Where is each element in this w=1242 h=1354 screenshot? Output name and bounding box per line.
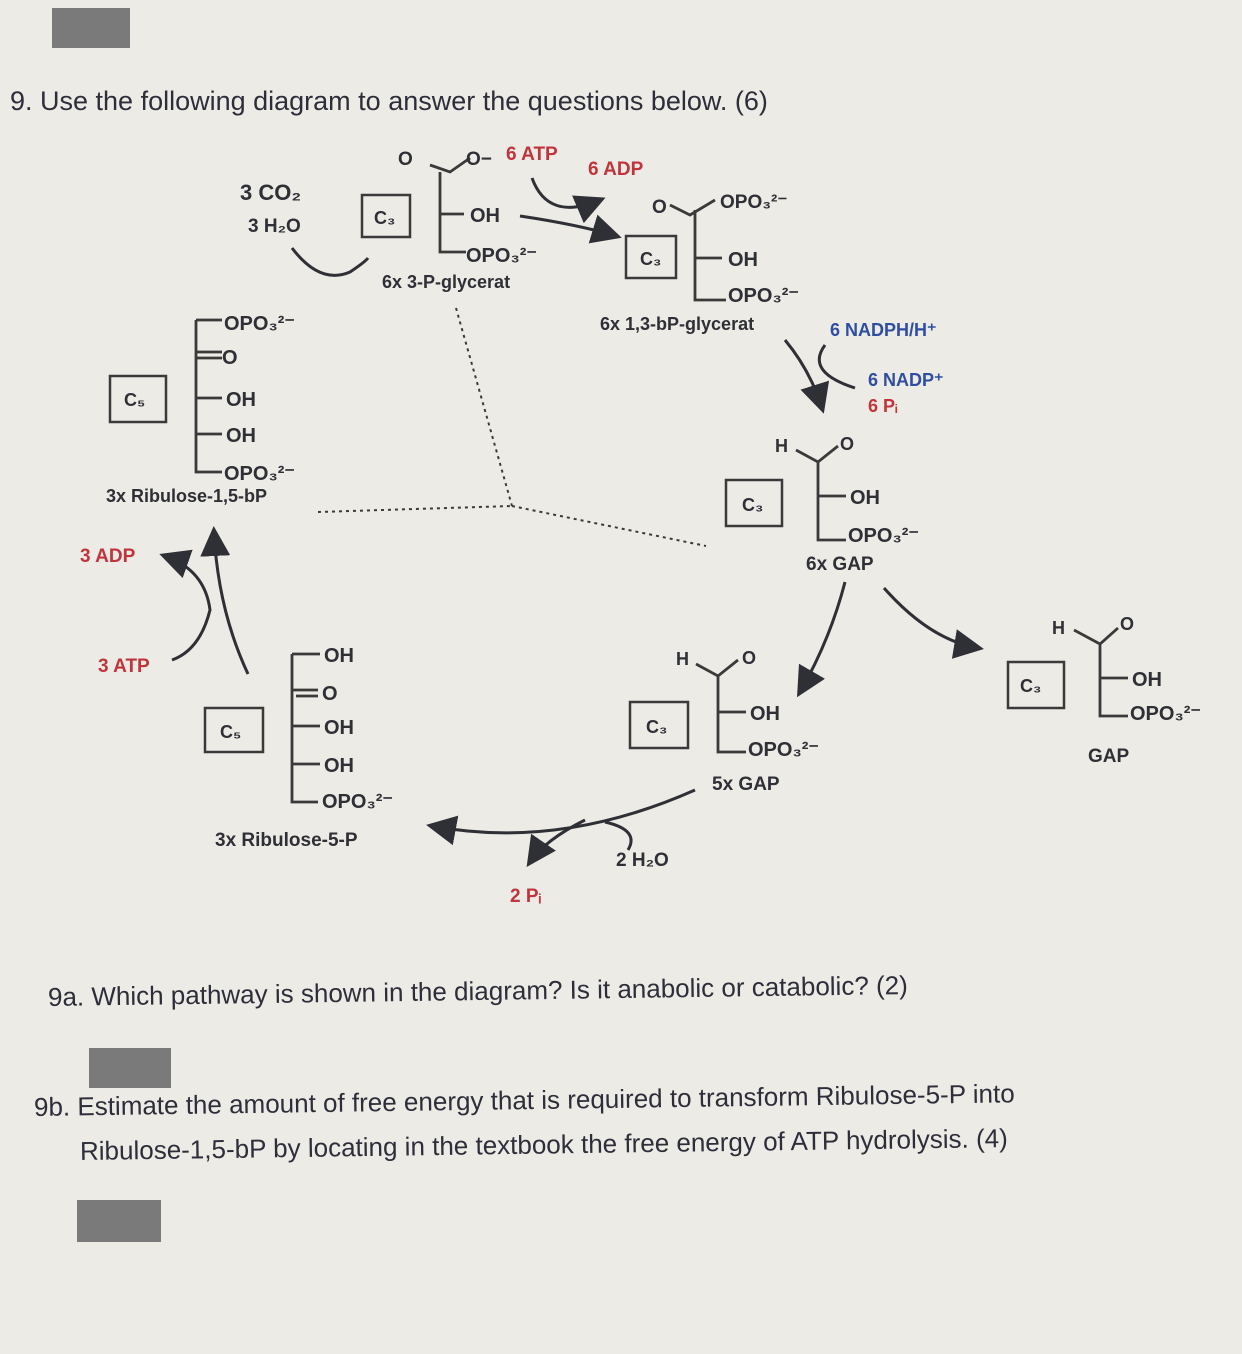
opo3-label-gap5: OPO₃²⁻	[748, 739, 819, 761]
bonds-3pg	[429, 156, 471, 254]
bonds-gap-out	[1073, 626, 1128, 718]
pg3-label: 6x 3-P-glycerat	[382, 272, 510, 292]
bonds-rubp	[194, 318, 222, 474]
question-title: 9. Use the following diagram to answer t…	[10, 86, 768, 116]
redacted-block-top	[52, 8, 130, 48]
c5-box-rubp	[108, 374, 168, 424]
adp6-label: 6 ADP	[588, 159, 644, 180]
oh-label-ru5p-2: OH	[324, 717, 354, 739]
o-label-3pg: O	[398, 149, 413, 170]
co2-label: 3 CO₂	[240, 180, 301, 205]
h2o-2-label: 2 H₂O	[616, 850, 669, 871]
oh-label-rubp-2: OH	[226, 425, 256, 447]
bonds-gap5	[695, 658, 746, 754]
dotted-line-right	[511, 505, 707, 547]
o-label-ru5p: O	[322, 683, 338, 705]
h2o-branch	[604, 820, 633, 851]
opo3-label-rubp-1: OPO₃²⁻	[224, 313, 295, 335]
ru5p-label: 3x Ribulose-5-P	[215, 830, 358, 851]
gap5-to-ru5p-arrow	[426, 788, 696, 846]
c5-box-ru5p	[203, 706, 265, 754]
h-label-gap6: H	[775, 436, 788, 456]
o-label-gap6: O	[840, 434, 854, 454]
atp-consumption-arrow	[530, 177, 606, 224]
c3-label-gap5: C₃	[646, 717, 667, 737]
oh-label-ru5p-3: OH	[324, 755, 354, 777]
c3-label-3pg: C₃	[374, 208, 395, 228]
redacted-block-9b	[77, 1200, 161, 1242]
c3-label-gap-out: C₃	[1020, 676, 1041, 696]
bonds-gap6	[795, 444, 846, 542]
nadph-arrow	[817, 344, 856, 390]
opo3-label-ru5p: OPO₃²⁻	[322, 791, 393, 813]
ru5p-to-rubp-arrow	[200, 526, 250, 675]
pi-branch	[526, 818, 586, 867]
oh-label-ru5p-1: OH	[324, 645, 354, 667]
pi-2-label: 2 Pᵢ	[510, 886, 542, 907]
c3-label-bpg: C₃	[640, 249, 661, 269]
o-label-gap5: O	[742, 648, 756, 668]
oh-label-3pg: OH	[470, 205, 500, 227]
co2-input-arrow	[290, 247, 370, 277]
oh-label-gap6: OH	[850, 487, 880, 509]
pg3-to-bpg-arrow	[519, 214, 622, 244]
pi6-label: 6 Pᵢ	[868, 396, 898, 416]
bpg-label: 6x 1,3-bP-glycerat	[600, 314, 754, 334]
rubp-label: 3x Ribulose-1,5-bP	[106, 486, 267, 506]
bonds-ru5p	[290, 652, 320, 804]
opo3-label-bpg-top: OPO₃²⁻	[720, 192, 787, 213]
nadp-label: 6 NADP⁺	[868, 370, 944, 390]
oh-label-gap5: OH	[750, 703, 780, 725]
c3-label-gap6: C₃	[742, 495, 763, 515]
adp3-label: 3 ADP	[80, 546, 136, 567]
opo3-label-rubp-2: OPO₃²⁻	[224, 463, 295, 485]
c5-label-ru5p: C₅	[220, 722, 241, 742]
bonds-bpg	[669, 198, 726, 302]
gap6-label: 6x GAP	[806, 554, 874, 575]
c3-box-gap-out	[1006, 660, 1066, 710]
o-label-bpg: O	[652, 197, 667, 218]
opo3-label-gap-out: OPO₃²⁻	[1130, 703, 1201, 725]
nadph-label: 6 NADPH/H⁺	[830, 320, 937, 340]
c3-box-gap6	[724, 478, 784, 528]
oh-label-bpg: OH	[728, 249, 758, 271]
c5-label-rubp: C₅	[124, 390, 145, 410]
gap-to-regeneration-arrow	[797, 581, 847, 698]
o-label-gap-out: O	[1120, 614, 1134, 634]
redacted-block-9a	[89, 1048, 171, 1088]
atp-to-adp-arrow	[159, 549, 212, 662]
oh-label-gap-out: OH	[1132, 669, 1162, 691]
bpg-to-gap-arrow	[783, 339, 830, 414]
opo3-label-3pg: OPO₃²⁻	[466, 245, 537, 267]
gap-output-label: GAP	[1088, 746, 1130, 767]
opo3-label-bpg: OPO₃²⁻	[728, 285, 799, 307]
c3-box-3pg	[360, 193, 412, 239]
c3-box-bpg	[624, 234, 678, 280]
c3-box-gap5	[628, 700, 690, 750]
dotted-line-top	[455, 307, 513, 507]
o-minus-label-3pg: O−	[466, 149, 492, 170]
dotted-line-left	[317, 505, 513, 513]
h-label-gap5: H	[676, 649, 689, 669]
atp3-label: 3 ATP	[98, 656, 150, 677]
atp6-label: 6 ATP	[506, 144, 558, 165]
oh-label-rubp-1: OH	[226, 389, 256, 411]
o-label-rubp: O	[222, 347, 238, 369]
gap5-label: 5x GAP	[712, 774, 780, 795]
gap-to-output-arrow	[882, 587, 984, 659]
h2o-label: 3 H₂O	[248, 216, 301, 237]
opo3-label-gap6: OPO₃²⁻	[848, 525, 919, 547]
h-label-gap-out: H	[1052, 618, 1065, 638]
